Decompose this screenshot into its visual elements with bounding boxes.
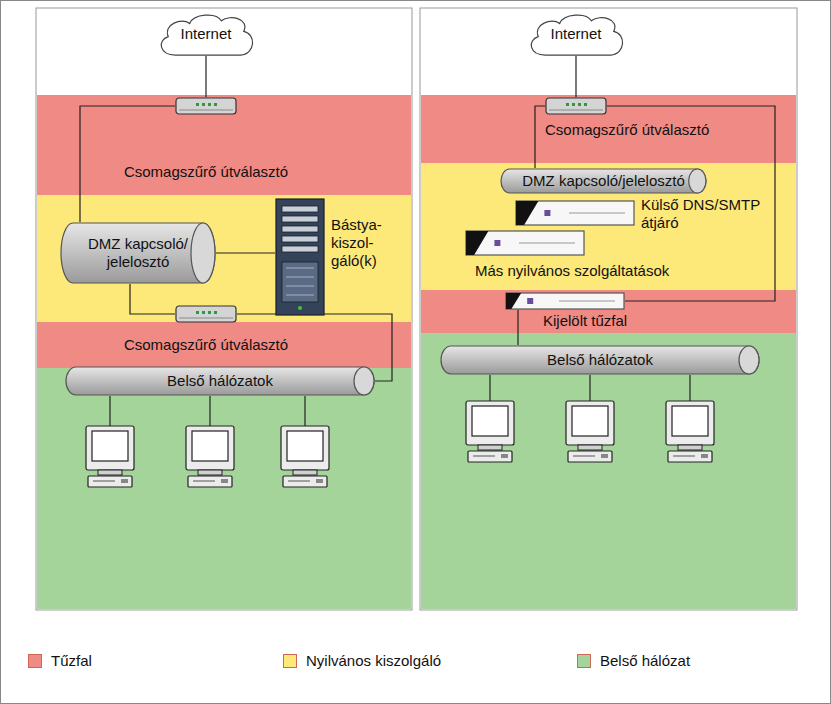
legend-swatch	[283, 654, 297, 668]
legend-label: Tűzfal	[51, 652, 92, 670]
firewall-band	[37, 322, 411, 368]
node-label: DMZ kapcsoló/ jelelosztó	[82, 235, 194, 271]
node-label: Internet	[551, 25, 602, 43]
router-shape	[175, 97, 237, 115]
left-panel	[36, 8, 412, 610]
legend-label: Nyilvános kiszolgáló	[306, 652, 441, 670]
dns-smtp-gateway: Külső DNS/SMTP átjáró	[515, 200, 635, 226]
legend-swatch	[577, 654, 591, 668]
internet-cloud: Internet	[155, 12, 257, 56]
network-link	[130, 284, 175, 314]
device-shape	[505, 292, 625, 310]
node-label: Internet	[181, 25, 232, 43]
packet-filter-router: Csomagszűrő útválasztó	[545, 97, 607, 115]
packet-filter-router: Csomagszűrő útválasztó	[175, 97, 237, 115]
internal-network-band	[421, 333, 796, 609]
internet-cloud: Internet	[525, 12, 627, 56]
device-label: Csomagszűrő útválasztó	[124, 163, 288, 181]
computer-icon	[466, 401, 514, 462]
network-link	[205, 56, 206, 97]
bastion-server: Bástya- kiszol- gáló(k)	[275, 198, 325, 316]
device-label: Bástya- kiszol- gáló(k)	[331, 216, 382, 270]
network-link	[575, 56, 576, 97]
dmz-switch: DMZ kapcsoló/jelelosztó	[500, 168, 707, 194]
device-label: Csomagszűrő útválasztó	[124, 336, 288, 354]
internal-network-band	[37, 368, 411, 609]
device-label: Külső DNS/SMTP átjáró	[641, 196, 769, 232]
internal-network: Belső hálózatok	[65, 366, 375, 396]
computer-icon	[281, 426, 329, 487]
router-shape	[545, 97, 607, 115]
node-label: Belső hálózatok	[547, 351, 653, 369]
device-shape	[515, 200, 635, 226]
public-server-band	[37, 195, 411, 322]
legend-item: Belső hálózat	[577, 652, 690, 670]
public-server-band	[421, 163, 796, 290]
network-link	[216, 252, 275, 253]
network-link	[535, 106, 545, 168]
packet-filter-router: Csomagszűrő útválasztó	[175, 305, 237, 323]
computer-icon	[86, 426, 134, 487]
firewall-band	[421, 95, 796, 163]
node-label: Belső hálózatok	[167, 372, 273, 390]
device-shape	[465, 230, 585, 256]
computer-icon	[566, 401, 614, 462]
firewall-band	[421, 290, 796, 333]
network-link	[517, 310, 518, 345]
node-label: DMZ kapcsoló/jelelosztó	[522, 172, 685, 190]
right-panel	[420, 8, 797, 610]
device-label: Kijelölt tűzfal	[543, 312, 627, 330]
internal-network: Belső hálózatok	[440, 345, 760, 375]
computer-icon	[186, 426, 234, 487]
firewall-band	[37, 95, 411, 195]
dmz-switch: DMZ kapcsoló/ jelelosztó	[60, 222, 216, 284]
legend-item: Nyilvános kiszolgáló	[283, 652, 441, 670]
legend-swatch	[28, 654, 42, 668]
server-shape	[275, 198, 325, 316]
device-label: Csomagszűrő útválasztó	[545, 121, 709, 139]
public-service-device: Más nyilvános szolgáltatások	[465, 230, 585, 256]
dedicated-firewall: Kijelölt tűzfal	[505, 292, 625, 310]
legend-label: Belső hálózat	[600, 652, 690, 670]
device-label: Más nyilvános szolgáltatások	[475, 262, 669, 280]
legend-item: Tűzfal	[28, 652, 92, 670]
router-shape	[175, 305, 237, 323]
computer-icon	[666, 401, 714, 462]
